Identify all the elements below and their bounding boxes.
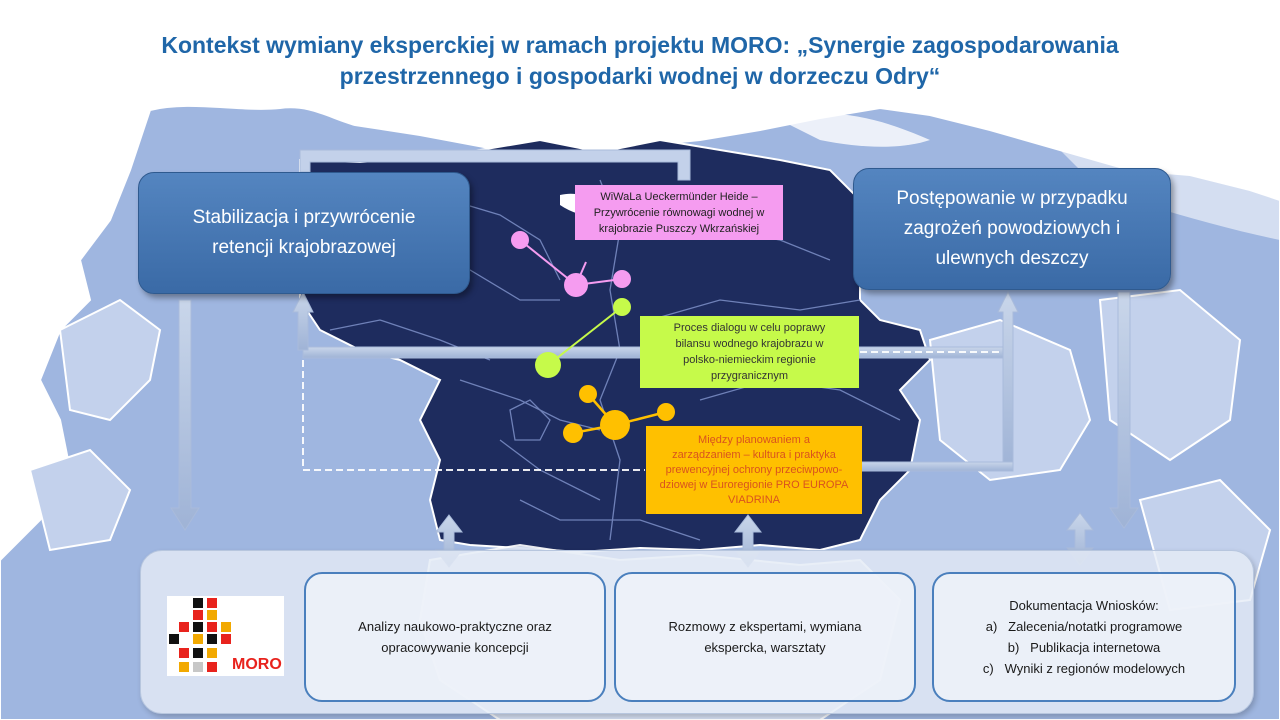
documentation-card: Dokumentacja Wniosków: a) Zalecenia/nota… — [932, 572, 1236, 702]
wiwala-project-note: WiWaLa Ueckermünder Heide – Przywrócenie… — [575, 185, 783, 240]
orange-line-2: zarządzaniem – kultura i praktyka — [672, 448, 836, 461]
pink-dot-1 — [511, 231, 529, 249]
item-marker: c) — [982, 661, 994, 676]
green-line-4: przygranicznym — [710, 370, 789, 382]
dialogue-project-note: Proces dialogu w celu poprawy bilansu wo… — [640, 316, 859, 388]
green-line-2: bilansu wodnego krajobrazu w — [675, 338, 824, 350]
pink-line-1: WiWaLa Ueckermünder Heide – — [600, 190, 758, 203]
item-marker: b) — [1007, 640, 1020, 655]
documentation-item: b) Publikacja internetowa — [934, 637, 1234, 658]
orange-project-markers — [563, 385, 675, 443]
moro-logo — [167, 596, 284, 676]
expert-talks-card: Rozmowy z ekspertami, wymiana ekspercka,… — [614, 572, 916, 702]
viadrina-project-note: Między planowaniem a zarządzaniem – kult… — [646, 426, 862, 514]
title-line-1: Kontekst wymiany eksperckiej w ramach pr… — [161, 32, 1119, 58]
flood-line-3: ulewnych deszczy — [935, 248, 1089, 269]
title-line-2: przestrzennego i gospodarki wodnej w dor… — [339, 63, 941, 89]
item-text: Zalecenia/notatki programowe — [1008, 619, 1183, 634]
green-dot-2 — [535, 352, 561, 378]
green-line-3: polsko-niemieckim regionie — [683, 354, 816, 366]
moro-logo-text: MORO — [232, 656, 282, 673]
analysis-line-2: opracowywanie koncepcji — [381, 640, 529, 655]
retention-line-2: retencji krajobrazowej — [212, 237, 396, 258]
orange-dot-2 — [600, 410, 630, 440]
retention-box: Stabilizacja i przywrócenie retencji kra… — [138, 172, 470, 294]
orange-line-4: dziowej w Euroregionie PRO EUROPA — [659, 478, 849, 491]
item-text: Publikacja internetowa — [1030, 640, 1161, 655]
talks-line-2: ekspercka, warsztaty — [704, 640, 826, 655]
flood-line-1: Postępowanie w przypadku — [896, 188, 1128, 209]
orange-dot-3 — [563, 423, 583, 443]
orange-dot-1 — [579, 385, 597, 403]
retention-line-1: Stabilizacja i przywrócenie — [192, 207, 416, 228]
documentation-item: a) Zalecenia/notatki programowe — [934, 616, 1234, 637]
item-text: Wyniki z regionów modelowych — [1004, 661, 1186, 676]
page-title: Kontekst wymiany eksperckiej w ramach pr… — [0, 30, 1280, 92]
talks-line-1: Rozmowy z ekspertami, wymiana — [668, 619, 862, 634]
item-marker: a) — [985, 619, 998, 634]
documentation-item: c) Wyniki z regionów modelowych — [934, 658, 1234, 679]
green-line-1: Proces dialogu w celu poprawy — [673, 322, 826, 334]
analysis-card: Analizy naukowo-praktyczne oraz opracowy… — [304, 572, 606, 702]
pink-dot-2 — [564, 273, 588, 297]
flood-response-box: Postępowanie w przypadku zagrożeń powodz… — [853, 168, 1171, 290]
moro-logo-squares — [169, 598, 231, 672]
green-dot-1 — [613, 298, 631, 316]
orange-dot-4 — [657, 403, 675, 421]
pink-line-3: krajobrazie Puszczy Wkrzańskiej — [598, 222, 760, 235]
pink-dot-3 — [613, 270, 631, 288]
orange-line-5: VIADRINA — [728, 493, 780, 506]
dashed-frame — [302, 351, 1000, 471]
green-project-markers — [535, 298, 631, 378]
pink-line-2: Przywrócenie równowagi wodnej w — [593, 206, 765, 219]
analysis-line-1: Analizy naukowo-praktyczne oraz — [358, 619, 552, 634]
documentation-heading: Dokumentacja Wniosków: — [1009, 598, 1159, 613]
flood-line-2: zagrożeń powodziowych i — [903, 218, 1121, 239]
orange-line-3: prewencyjnej ochrony przeciwpowo- — [665, 463, 843, 476]
orange-line-1: Między planowaniem a — [698, 433, 810, 446]
pink-project-markers — [511, 231, 631, 297]
